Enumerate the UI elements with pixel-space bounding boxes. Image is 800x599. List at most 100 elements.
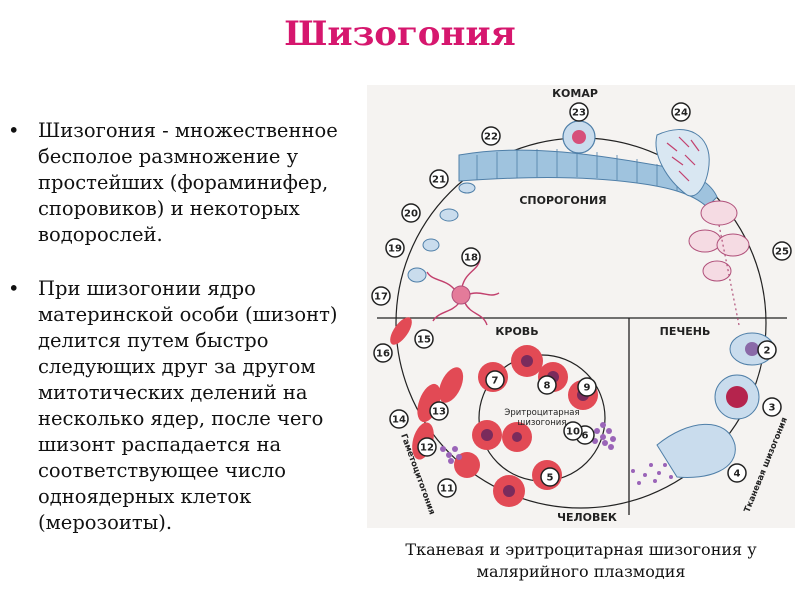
- stage-badge-circle: [429, 169, 449, 189]
- lifecycle-svg: КОМАР СПОРОГОНИЯ КРОВЬ ПЕЧЕНЬ ЧЕЛОВЕК Эр…: [371, 87, 792, 524]
- stage-badge-number: 21: [432, 175, 446, 186]
- diagram-caption: Тканевая и эритроцитарная шизогония у ма…: [405, 540, 757, 581]
- stage-badge-number: 23: [572, 108, 586, 119]
- stage-badge-number: 3: [769, 403, 776, 414]
- stage-badge: 2: [757, 340, 777, 360]
- stage-badge-circle: [414, 329, 434, 349]
- stage-badge: 22: [481, 126, 501, 146]
- label-erythrocytic-line2: шизогония: [518, 418, 567, 428]
- bullet-item: • При шизогонии ядро материнской особи (…: [8, 276, 360, 536]
- microgametocyte: [451, 285, 471, 305]
- stage-badge: 11: [437, 478, 457, 498]
- bullet-marker: •: [8, 277, 20, 300]
- stage-badge-number: 12: [420, 443, 434, 454]
- stage-badge-number: 13: [432, 407, 446, 418]
- stage-badge-number: 7: [492, 376, 499, 387]
- bullet-item: • Шизогония - множественное бесполое раз…: [8, 118, 360, 248]
- stage-badge-circle: [389, 409, 409, 429]
- liver-merozoites: [631, 463, 673, 485]
- stage-badge-number: 9: [584, 383, 591, 394]
- page-title: Шизогония: [284, 14, 516, 54]
- malaria-lifecycle-diagram: КОМАР СПОРОГОНИЯ КРОВЬ ПЕЧЕНЬ ЧЕЛОВЕК Эр…: [367, 85, 795, 528]
- stage-badge: 20: [401, 203, 421, 223]
- stage-badge-circle: [772, 241, 792, 261]
- bullet-marker: •: [8, 119, 20, 142]
- stage-badge: 17: [371, 286, 391, 306]
- stage-badge-circle: [371, 286, 391, 306]
- label-tissue-schizogony: Тканевая шизогония: [743, 416, 790, 514]
- stage-badge-number: 17: [374, 292, 388, 303]
- stage-badge: 12: [417, 437, 437, 457]
- stage-badge-circle: [757, 340, 777, 360]
- stage-badge-number: 20: [404, 209, 418, 220]
- stage-badge-circle: [537, 375, 557, 395]
- stage-badge: 5: [540, 467, 560, 487]
- stage-badge-number: 8: [544, 381, 551, 392]
- merozoites: [440, 422, 616, 464]
- stage-badge-number: 14: [392, 415, 406, 426]
- stage-badge-circle: [485, 370, 505, 390]
- stage-badge-circle: [385, 238, 405, 258]
- stage-badge: 3: [762, 397, 782, 417]
- stage-badge-number: 18: [464, 253, 478, 264]
- stage-badge-circle: [762, 397, 782, 417]
- stage-badge-circle: [569, 102, 589, 122]
- stage-badge: 8: [537, 375, 557, 395]
- label-human: ЧЕЛОВЕК: [557, 511, 617, 524]
- liver-cells: [656, 332, 775, 479]
- stage-badge: 10: [563, 421, 583, 441]
- liver-schizont: [656, 423, 736, 479]
- stage-badge-number: 19: [388, 244, 402, 255]
- stage-badge-number: 15: [417, 335, 431, 346]
- label-blood: КРОВЬ: [495, 325, 538, 338]
- stage-badge: 16: [373, 343, 393, 363]
- stage-badge-circle: [373, 343, 393, 363]
- label-erythrocytic-line1: Эритроцитарная: [504, 408, 579, 418]
- stage-badge: 21: [429, 169, 449, 189]
- stage-badge: 24: [671, 102, 691, 122]
- stage-badge: 9: [577, 377, 597, 397]
- label-sporogony: СПОРОГОНИЯ: [519, 194, 606, 207]
- stage-badge-circle: [577, 377, 597, 397]
- stage-badge-circle: [429, 401, 449, 421]
- stage-badge-number: 10: [566, 427, 580, 438]
- stage-badge-circle: [563, 421, 583, 441]
- zygote-stages: [407, 182, 476, 283]
- stage-badge-circle: [461, 247, 481, 267]
- stage-badge: 23: [569, 102, 589, 122]
- stage-badge-circle: [437, 478, 457, 498]
- stage-badge-circle: [401, 203, 421, 223]
- label-liver: ПЕЧЕНЬ: [660, 325, 711, 338]
- stage-badge: 15: [414, 329, 434, 349]
- stage-badge-circle: [671, 102, 691, 122]
- stage-badge-number: 6: [582, 431, 589, 442]
- stage-badge-circle: [727, 463, 747, 483]
- stage-badge-circle: [540, 467, 560, 487]
- bullet-text: Шизогония - множественное бесполое размн…: [38, 119, 338, 246]
- stage-badge-number: 2: [764, 346, 771, 357]
- stage-badge: 14: [389, 409, 409, 429]
- bullet-text: При шизогонии ядро материнской особи (ши…: [38, 277, 338, 534]
- salivary-gland: [688, 200, 750, 282]
- stage-badge-number: 5: [547, 473, 554, 484]
- stage-badge: 4: [727, 463, 747, 483]
- stage-badge-number: 11: [440, 484, 454, 495]
- stage-badge: 25: [772, 241, 792, 261]
- stage-badge-number: 22: [484, 132, 498, 143]
- stage-badge: 13: [429, 401, 449, 421]
- stage-badge-number: 24: [674, 108, 688, 119]
- stage-badge-circle: [417, 437, 437, 457]
- label-mosquito: КОМАР: [552, 87, 598, 100]
- sporozoite-path: [718, 224, 740, 326]
- stage-badge: 18: [461, 247, 481, 267]
- stage-badge-number: 25: [775, 247, 789, 258]
- oocyst-nucleus: [572, 130, 586, 144]
- stage-badge: 7: [485, 370, 505, 390]
- stage-badge-number: 16: [376, 349, 390, 360]
- stage-badge-circle: [481, 126, 501, 146]
- sporozoites: [666, 136, 700, 182]
- stage-badge-number: 4: [734, 469, 741, 480]
- bullet-list: • Шизогония - множественное бесполое раз…: [8, 118, 360, 564]
- stage-badge: 19: [385, 238, 405, 258]
